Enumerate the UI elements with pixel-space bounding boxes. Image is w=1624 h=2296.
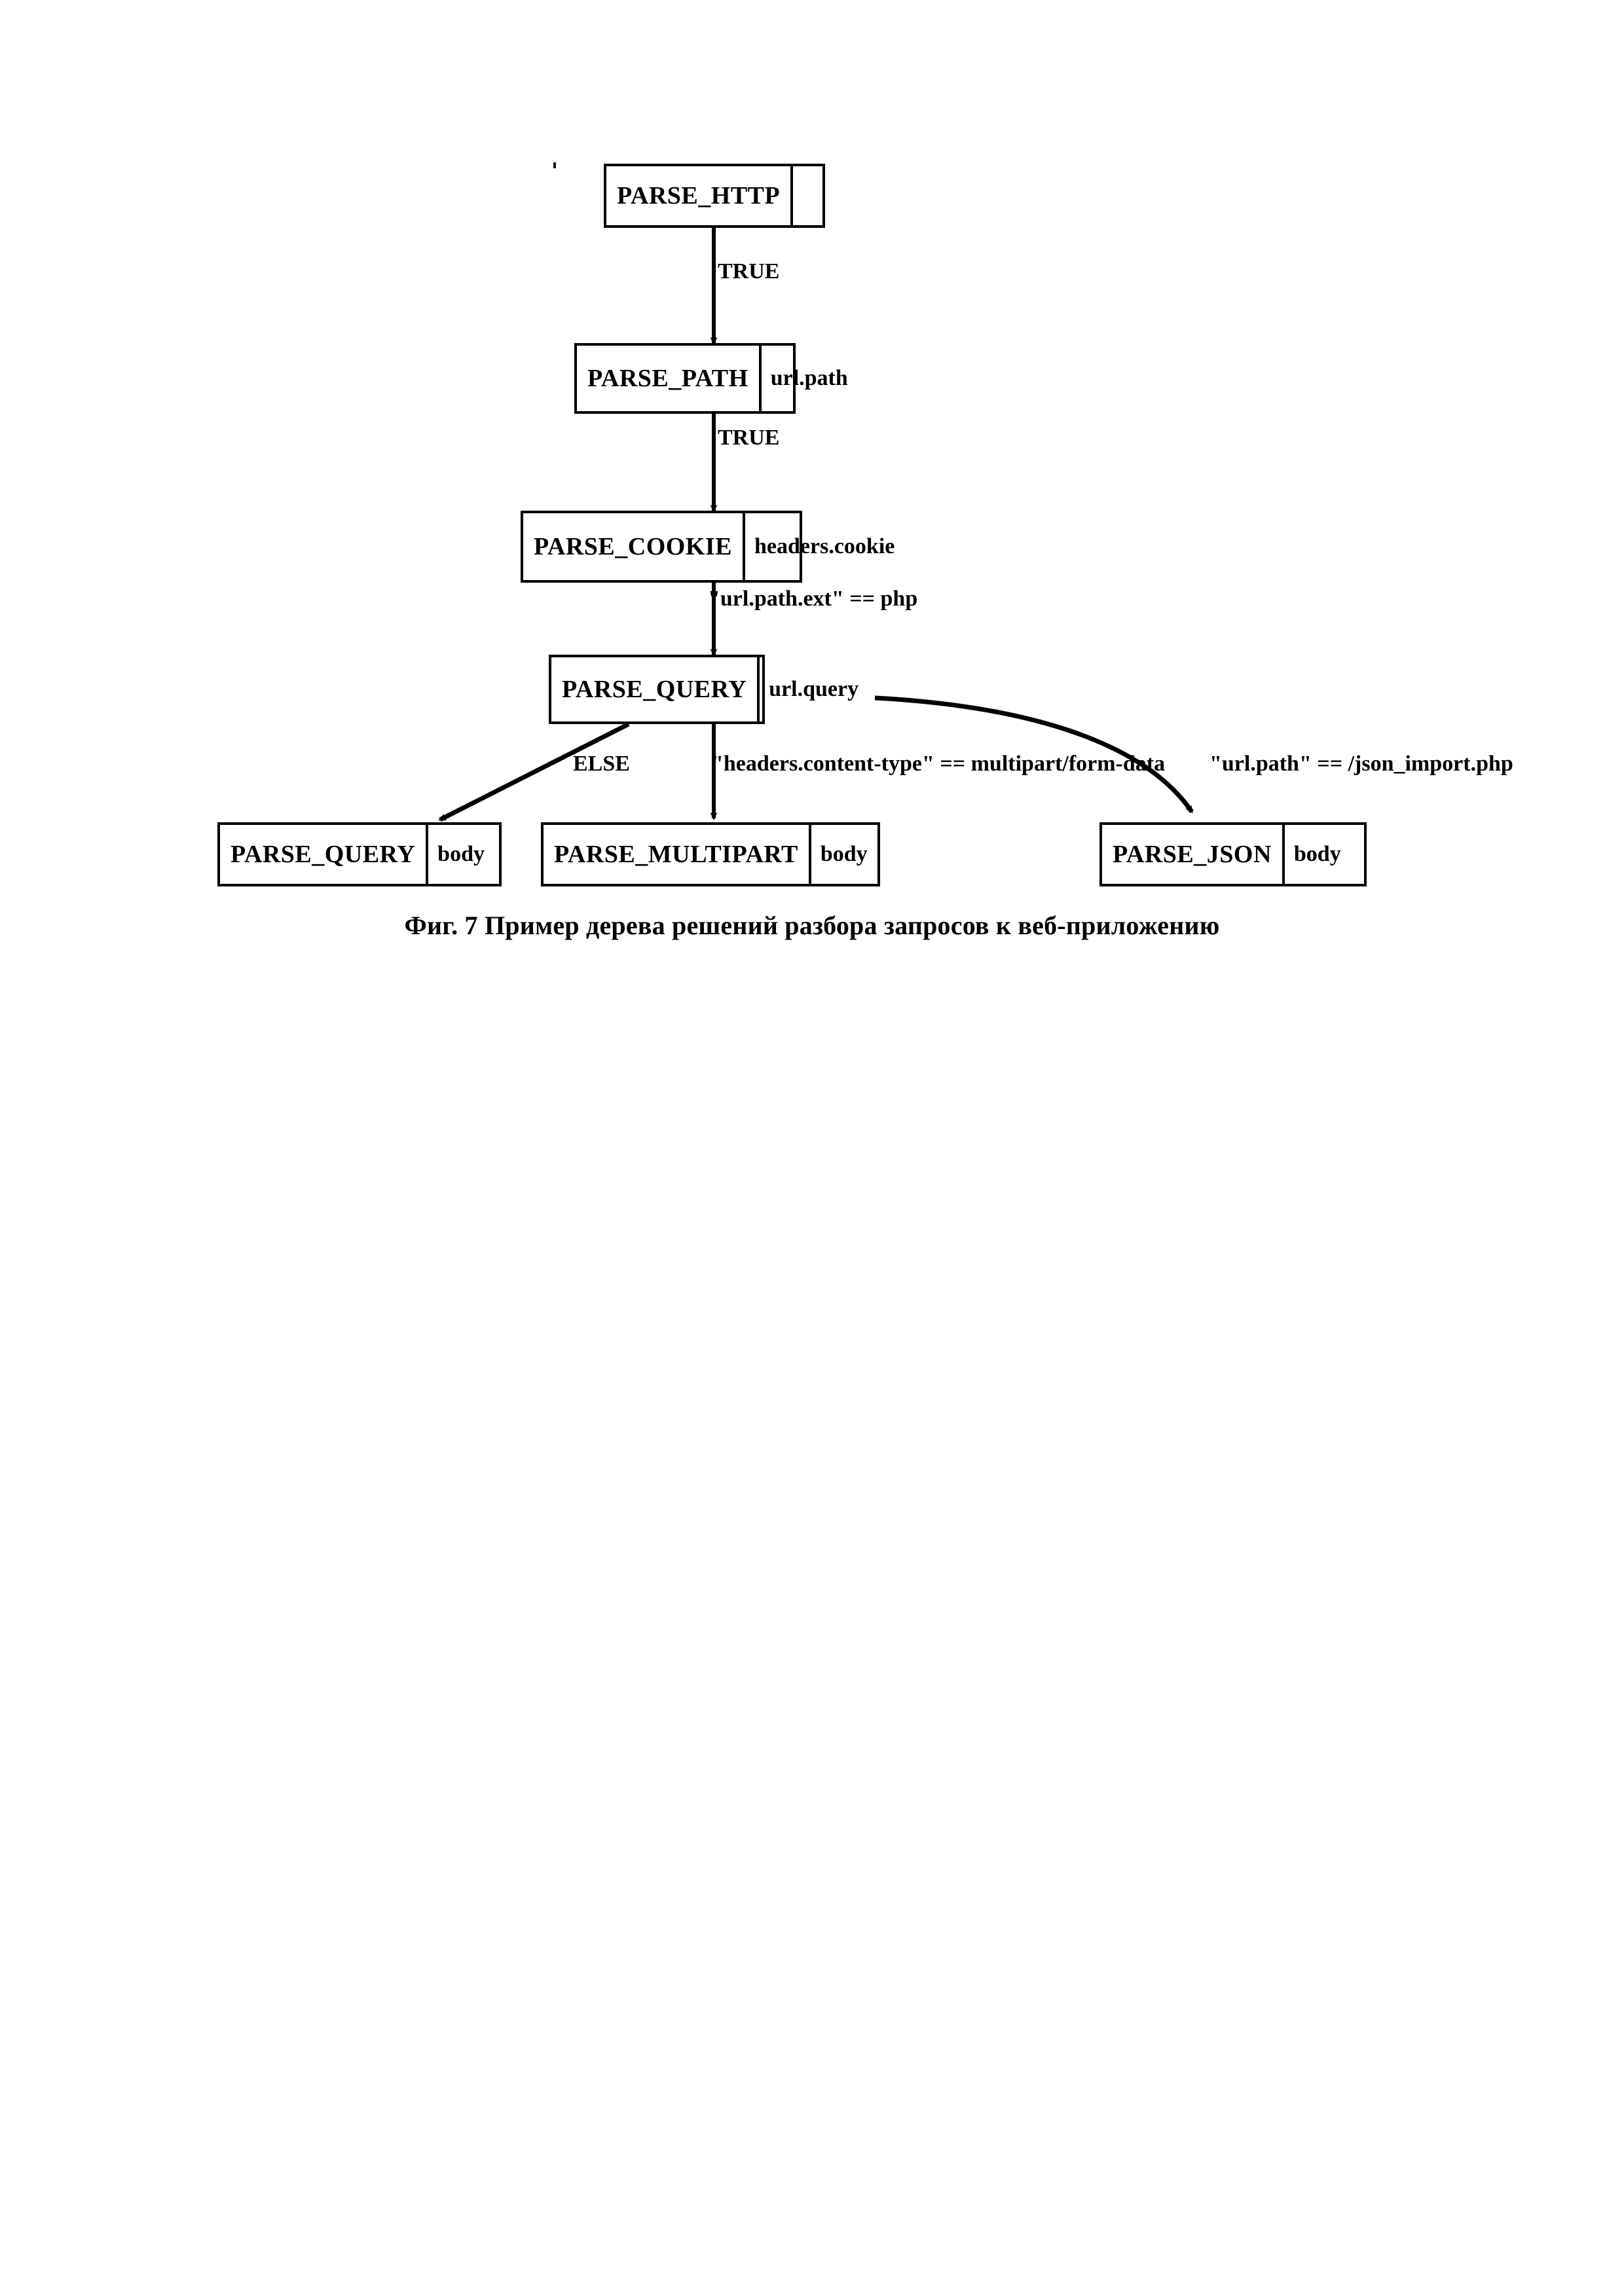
edge-label-query-to-multipart: "headers.content-type" == multipart/form… bbox=[711, 752, 1166, 776]
node-op-label: PARSE_HTTP bbox=[617, 182, 781, 210]
edge-label-http-to-path: TRUE bbox=[718, 259, 780, 283]
node-op-label: PARSE_MULTIPART bbox=[554, 841, 798, 868]
node-parse-http[interactable]: PARSE_HTTP bbox=[604, 164, 825, 228]
edge-label-query-to-json: "url.path" == /json_import.php bbox=[1209, 752, 1513, 776]
node-op-label: PARSE_COOKIE bbox=[534, 533, 733, 560]
node-arg-label: body bbox=[426, 825, 494, 884]
node-arg-label: body bbox=[1282, 825, 1350, 884]
node-op-label: PARSE_QUERY bbox=[231, 841, 416, 868]
edge-label-cookie-to-query: "url.path.ext" == php bbox=[708, 587, 918, 611]
node-op-label: PARSE_PATH bbox=[587, 365, 748, 392]
node-arg-label: url.query bbox=[757, 657, 868, 721]
node-parse-query[interactable]: PARSE_QUERY url.query bbox=[549, 655, 858, 724]
node-op-label: PARSE_QUERY bbox=[562, 676, 747, 703]
node-parse-query-body[interactable]: PARSE_QUERY body bbox=[217, 822, 502, 886]
node-parse-json[interactable]: PARSE_JSON body bbox=[1099, 822, 1367, 886]
node-arg-label: url.path bbox=[758, 346, 857, 411]
node-parse-cookie[interactable]: PARSE_COOKIE headers.cookie bbox=[521, 511, 895, 583]
node-parse-multipart[interactable]: PARSE_MULTIPART body bbox=[541, 822, 880, 886]
decision-tree-figure: PARSE_HTTP PARSE_PATH url.path PARSE_COO… bbox=[0, 0, 1624, 982]
node-arg-label bbox=[790, 166, 827, 225]
node-parse-path[interactable]: PARSE_PATH url.path bbox=[574, 343, 848, 414]
figure-caption: Фиг. 7 Пример дерева решений разбора зап… bbox=[404, 911, 1220, 940]
node-arg-label: headers.cookie bbox=[743, 513, 904, 580]
node-op-label: PARSE_JSON bbox=[1113, 841, 1272, 868]
edge-label-path-to-cookie: TRUE bbox=[718, 426, 780, 450]
node-arg-label: body bbox=[808, 825, 877, 884]
edge-label-query-to-query-body: ELSE bbox=[573, 752, 630, 776]
scan-speck bbox=[553, 162, 556, 168]
